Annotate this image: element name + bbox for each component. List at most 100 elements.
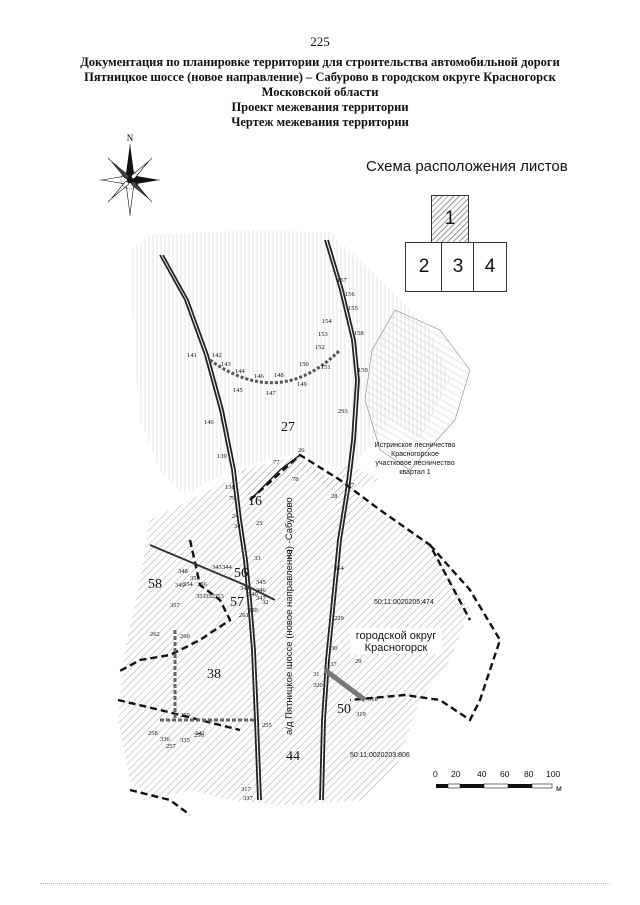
boundary-lines [117,453,502,816]
svg-text:60: 60 [500,769,510,779]
svg-text:155: 155 [348,305,358,312]
svg-text:100: 100 [546,769,560,779]
svg-text:31: 31 [313,671,320,678]
parcel-label: 16 [248,494,262,509]
svg-text:29: 29 [355,658,362,665]
svg-text:354: 354 [183,581,194,588]
svg-text:344: 344 [222,564,233,571]
parcel-label: 50 [337,702,351,717]
svg-text:355: 355 [190,575,200,582]
parcel-50-strip [323,668,367,702]
svg-text:318: 318 [368,696,378,703]
svg-text:Красногорское: Красногорское [391,451,439,458]
svg-text:139: 139 [217,453,227,460]
svg-text:а/д Пятницкое шоссе (новое нап: а/д Пятницкое шоссе (новое направление) … [284,497,295,735]
forestry-zone [364,309,471,471]
svg-text:Красногорск: Красногорск [365,642,428,654]
svg-text:350: 350 [248,607,258,614]
svg-text:159: 159 [358,367,368,374]
svg-text:257: 257 [166,743,177,750]
svg-text:346: 346 [256,587,267,594]
svg-text:347: 347 [256,595,267,602]
parcel-label: 38 [207,667,221,682]
svg-text:341: 341 [240,585,250,592]
svg-text:348: 348 [178,568,188,575]
scale-bar: 0 20 40 60 80 100 м [433,769,562,793]
boundary-line-27 [249,454,301,501]
svg-text:156: 156 [345,291,356,298]
document-header: Документация по планировке территории дл… [60,55,580,130]
sheet-3[interactable]: 3 [441,242,475,292]
svg-text:343: 343 [212,564,222,571]
svg-text:20: 20 [451,769,461,779]
svg-text:147: 147 [266,390,277,397]
svg-text:255: 255 [262,722,272,729]
interchange-arc [209,348,342,385]
svg-text:345: 345 [256,579,266,586]
svg-text:336: 336 [160,736,171,743]
svg-text:138: 138 [225,484,235,491]
svg-text:25: 25 [256,520,263,527]
sheet-4[interactable]: 4 [473,242,507,292]
parcel-label: 57 [230,595,244,610]
svg-text:335: 335 [180,737,190,744]
svg-text:342: 342 [195,730,205,737]
svg-text:319: 319 [356,711,366,718]
svg-text:146: 146 [254,373,265,380]
svg-text:24: 24 [232,513,239,520]
header-line-5: Чертеж межевания территории [231,115,409,129]
svg-text:151: 151 [321,364,331,371]
svg-text:256: 256 [194,732,205,739]
svg-text:293: 293 [338,408,348,415]
cadastral-numbers: 50:11:0020205:474 50:11:0020203:806 [350,599,434,759]
svg-text:353: 353 [214,593,224,600]
svg-text:м: м [556,783,562,793]
svg-text:258: 258 [148,730,158,737]
svg-text:27: 27 [348,482,355,489]
parcel-27-area [240,455,380,500]
svg-text:260: 260 [180,633,190,640]
svg-text:городской округ: городской округ [356,630,437,642]
sheet-1[interactable]: 1 [431,195,469,243]
svg-text:152: 152 [315,344,325,351]
svg-text:259: 259 [180,712,190,719]
svg-text:357: 357 [170,602,181,609]
roads [159,239,360,801]
point-labels: 157 156 155 154 153 152 158 151 159 150 … [148,277,378,802]
svg-text:50:11:0020205:474: 50:11:0020205:474 [374,599,434,606]
parcel-label: 7 [286,548,293,563]
municipality-label: городской округ Красногорск [350,628,442,654]
svg-text:154: 154 [322,318,333,325]
svg-text:349: 349 [175,582,185,589]
svg-text:квартал 1: квартал 1 [399,469,430,476]
header-line-3: Московской области [261,85,379,99]
svg-text:351: 351 [196,593,206,600]
svg-text:0: 0 [433,769,438,779]
svg-text:28: 28 [331,493,338,500]
svg-text:317: 317 [241,786,252,793]
svg-text:254: 254 [334,565,345,572]
sheet-2[interactable]: 2 [405,242,443,292]
svg-text:261: 261 [239,612,249,619]
compass-rose-icon: N [100,133,160,216]
svg-text:356: 356 [197,581,208,588]
svg-text:32: 32 [262,599,269,606]
parcel-label: 44 [286,749,300,764]
parcel-label: 56 [234,566,248,581]
svg-text:150: 150 [299,361,309,368]
svg-text:153: 153 [318,331,328,338]
svg-text:352: 352 [205,593,215,600]
svg-text:320: 320 [313,682,323,689]
svg-text:144: 144 [235,368,246,375]
svg-text:142: 142 [212,352,222,359]
svg-text:337: 337 [243,795,254,802]
svg-text:Истринское лесничество: Истринское лесничество [375,442,456,449]
ramp-line [149,544,276,601]
svg-text:148: 148 [274,372,284,379]
compass-north-label: N [127,133,134,143]
svg-text:137: 137 [327,661,338,668]
forest-area [130,230,450,495]
svg-text:34: 34 [234,523,241,530]
svg-text:158: 158 [354,330,364,337]
